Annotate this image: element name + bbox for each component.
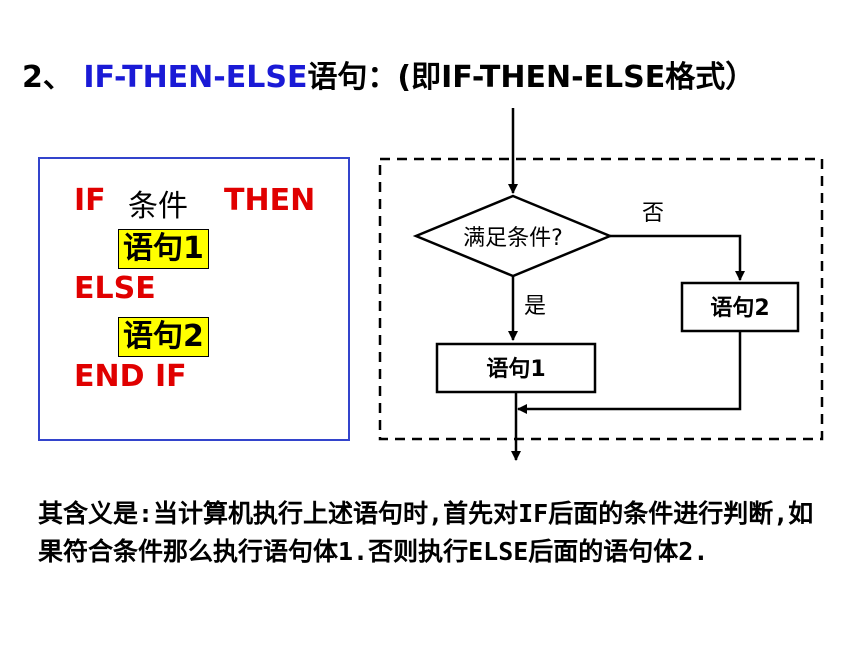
statement1-box <box>435 342 597 394</box>
statement1-box-label: 语句1 <box>486 356 545 382</box>
statement2-box <box>680 281 800 333</box>
endif-keyword: END IF <box>74 359 187 394</box>
description-text: 其含义是:当计算机执行上述语句时,首先对IF后面的条件进行判断,如果符合条件那么… <box>38 499 814 566</box>
title-number: 2、 <box>22 60 73 95</box>
yes-label: 是 <box>524 294 546 319</box>
else-keyword: ELSE <box>74 271 156 306</box>
statement1-highlight: 语句1 <box>118 229 209 269</box>
no-branch-arrow <box>610 234 745 281</box>
title-rest: 语句：(即IF-THEN-ELSE格式） <box>307 60 756 95</box>
title-keyword: IF-THEN-ELSE <box>83 60 308 95</box>
then-keyword: THEN <box>224 183 316 218</box>
decision-label: 满足条件? <box>463 226 563 251</box>
condition-text: 条件 <box>128 189 188 224</box>
merge-arrow <box>517 331 742 414</box>
no-label: 否 <box>642 201 664 226</box>
code-syntax-box: IF 条件 THEN 语句1 ELSE 语句2 END IF <box>38 157 350 441</box>
page-title: 2、 IF-THEN-ELSE语句：(即IF-THEN-ELSE格式） <box>22 52 755 96</box>
flowchart-dashed-frame <box>378 157 824 441</box>
if-keyword: IF <box>74 183 106 218</box>
statement2-highlight: 语句2 <box>118 317 209 357</box>
statement2-box-label: 语句2 <box>710 295 769 321</box>
